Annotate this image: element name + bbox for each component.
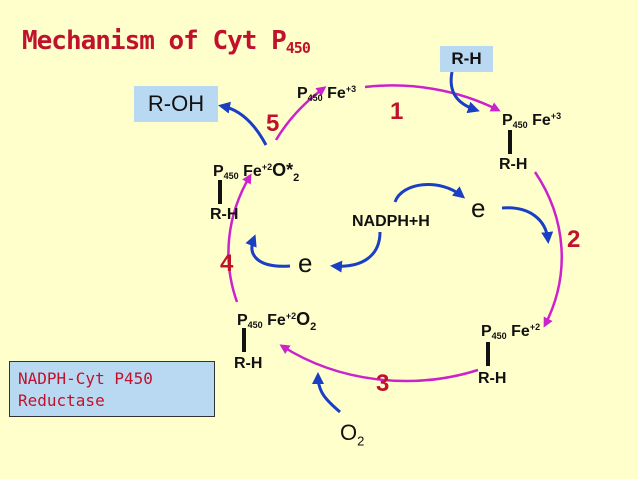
product-box: R-OH bbox=[134, 86, 218, 122]
species-p450-fe2-rh: P450 Fe+2 bbox=[481, 322, 541, 341]
species-rh-label: R-H bbox=[234, 355, 263, 372]
species-p450-fe2-oxo: P450 Fe+2O*2 bbox=[213, 160, 300, 184]
electron-label-left: e bbox=[298, 248, 313, 278]
cycle-arrow-step5 bbox=[274, 86, 327, 141]
substrate-box: R-H bbox=[440, 46, 493, 72]
species-rh-label: R-H bbox=[478, 370, 507, 387]
nadph-electron-arrow-2 bbox=[330, 231, 382, 273]
electron-to-step4-arrow bbox=[245, 234, 291, 268]
oxygen-label: O2 bbox=[340, 420, 365, 449]
cycle-arrow-step3 bbox=[279, 344, 479, 383]
reductase-box: NADPH-Cyt P450 Reductase bbox=[9, 361, 215, 417]
cycle-arrow-step4 bbox=[227, 173, 252, 303]
nadph-electron-arrow bbox=[393, 183, 466, 203]
species-p450-fe3-top: P450 Fe+3 bbox=[297, 84, 357, 103]
oxygen-arrow bbox=[312, 372, 341, 414]
bond-bar bbox=[508, 130, 512, 154]
page-title: Mechanism of Cyt P450 bbox=[22, 26, 311, 57]
product-arrow bbox=[218, 101, 268, 146]
species-rh-label: R-H bbox=[499, 156, 528, 173]
species-p450-fe2-o2: P450 Fe+2O2 bbox=[237, 309, 317, 333]
species-rh-label: R-H bbox=[210, 206, 239, 223]
cycle-arrow-step2 bbox=[533, 171, 563, 328]
cycle-arrow-step1 bbox=[364, 84, 501, 112]
step-number-5: 5 bbox=[266, 110, 280, 137]
step-number-2: 2 bbox=[567, 226, 581, 253]
bond-bar bbox=[218, 180, 222, 204]
bond-bar bbox=[242, 328, 246, 352]
step-number-3: 3 bbox=[376, 370, 390, 397]
species-p450-fe3-rh: P450 Fe+3 bbox=[502, 111, 562, 130]
electron-label-right: e bbox=[471, 193, 486, 223]
cofactor-label: NADPH+H bbox=[352, 213, 430, 230]
bond-bar bbox=[486, 342, 490, 366]
substrate-arrow bbox=[449, 71, 480, 114]
electron-to-step2-arrow bbox=[501, 206, 554, 244]
step-number-4: 4 bbox=[220, 250, 234, 277]
step-number-1: 1 bbox=[390, 98, 404, 125]
